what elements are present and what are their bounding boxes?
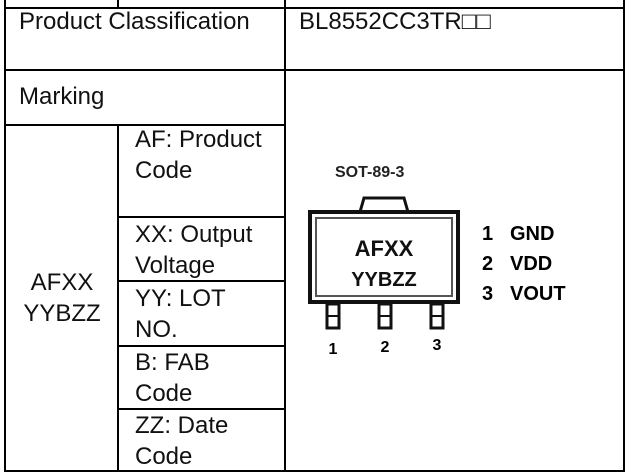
table-border-left [4,0,6,472]
lead-number: 3 [433,337,442,354]
pin-name: GND [510,223,554,245]
product-classification-value: BL8552CC3TR□□ [299,8,491,35]
lead-number: 1 [329,341,338,358]
lead-number: 2 [381,339,390,356]
marking-field-b: B: FAB Code [135,349,210,407]
row-divider [4,124,286,126]
package-inner [315,217,453,297]
table-border-right [623,0,625,472]
marking-field-yy: YY: LOT NO. [135,285,226,343]
column-divider [284,0,286,472]
row-divider [4,7,625,9]
row-divider [4,69,625,71]
pin-name: VDD [510,253,552,275]
row-divider [117,280,286,282]
marking-code: AFXX YYBZZ [23,269,101,327]
pin-number: 1 [482,223,493,245]
marking-field-zz: ZZ: Date Code [135,412,229,470]
package-body [308,210,460,304]
row-divider [117,345,286,347]
column-divider-top [117,0,119,8]
row-divider [117,408,286,410]
column-divider-marking [117,125,119,472]
product-classification-label: Product Classification [19,8,250,35]
marking-field-af: AF: Product Code [135,126,262,184]
table-border-bottom [4,470,625,472]
package-leads [325,302,445,330]
pin-number: 3 [482,283,493,305]
pin-number: 2 [482,253,493,275]
marking-field-xx: XX: Output Voltage [135,221,253,279]
sot-89-3-package-diagram: SOT-89-3 AFXX YYBZZ 1 2 3 1 GND 2 VDD 3 … [308,164,566,358]
package-tab [358,196,410,213]
package-name: SOT-89-3 [335,164,404,181]
pin-name: VOUT [510,283,566,305]
marking-label: Marking [19,83,105,110]
row-divider [117,216,286,218]
package-line2: YYBZZ [351,269,417,291]
package-line1: AFXX [355,236,414,261]
